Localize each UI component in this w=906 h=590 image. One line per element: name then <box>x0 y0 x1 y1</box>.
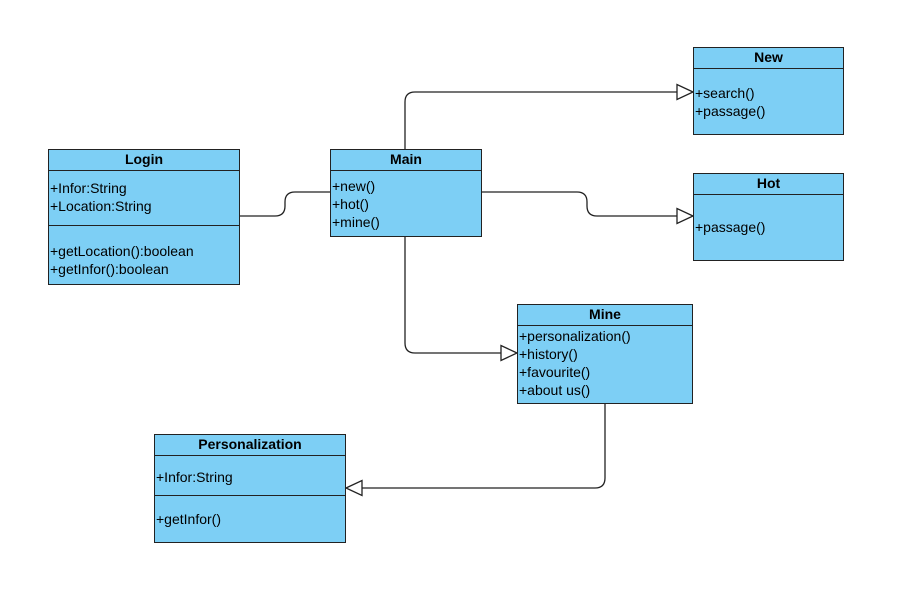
methods-section: +new() +hot() +mine() <box>332 177 481 231</box>
edge-main-new <box>404 91 677 149</box>
method: +personalization() <box>519 328 631 344</box>
method: +new() <box>332 178 376 194</box>
class-personalization[interactable]: Personalization +Infor:String +getInfor(… <box>154 434 346 543</box>
class-name: Mine <box>518 305 692 326</box>
class-name: Login <box>49 150 239 171</box>
method: +mine() <box>332 214 380 230</box>
method: +about us() <box>519 382 591 398</box>
method: +getInfor() <box>156 511 221 527</box>
method: +history() <box>519 346 578 362</box>
methods-section: +getInfor() <box>155 495 345 528</box>
attribute: +Location:String <box>50 198 152 214</box>
class-login[interactable]: Login +Infor:String +Location:String +ge… <box>48 149 240 285</box>
class-main[interactable]: Main +new() +hot() +mine() <box>330 149 482 237</box>
class-name: Personalization <box>155 435 345 456</box>
edge-main-hot <box>481 191 677 217</box>
attributes-section: +Infor:String +Location:String <box>50 179 239 215</box>
edge-main-mine <box>404 236 501 354</box>
class-name: Main <box>331 150 481 171</box>
class-hot[interactable]: Hot +passage() <box>693 173 844 261</box>
methods-section: +search() +passage() <box>695 84 843 120</box>
attribute: +Infor:String <box>156 469 233 485</box>
class-new[interactable]: New +search() +passage() <box>693 47 844 135</box>
arrowhead-new <box>676 83 695 101</box>
method: +passage() <box>695 219 766 235</box>
method: +getInfor():boolean <box>50 261 169 277</box>
methods-section: +getLocation():boolean +getInfor():boole… <box>49 225 239 278</box>
arrowhead-personalization <box>344 479 363 497</box>
arrowhead-hot <box>676 207 695 225</box>
class-mine[interactable]: Mine +personalization() +history() +favo… <box>517 304 693 404</box>
edge-mine-personalization <box>362 403 606 489</box>
methods-section: +passage() <box>695 218 843 236</box>
arrowhead-mine <box>500 344 519 362</box>
method: +passage() <box>695 103 766 119</box>
class-name: Hot <box>694 174 843 195</box>
methods-section: +personalization() +history() +favourite… <box>519 327 692 399</box>
attributes-section: +Infor:String <box>156 468 345 486</box>
method: +getLocation():boolean <box>50 243 194 259</box>
edge-login-main <box>240 191 331 217</box>
method: +search() <box>695 85 755 101</box>
class-name: New <box>694 48 843 69</box>
attribute: +Infor:String <box>50 180 127 196</box>
method: +hot() <box>332 196 369 212</box>
method: +favourite() <box>519 364 591 380</box>
